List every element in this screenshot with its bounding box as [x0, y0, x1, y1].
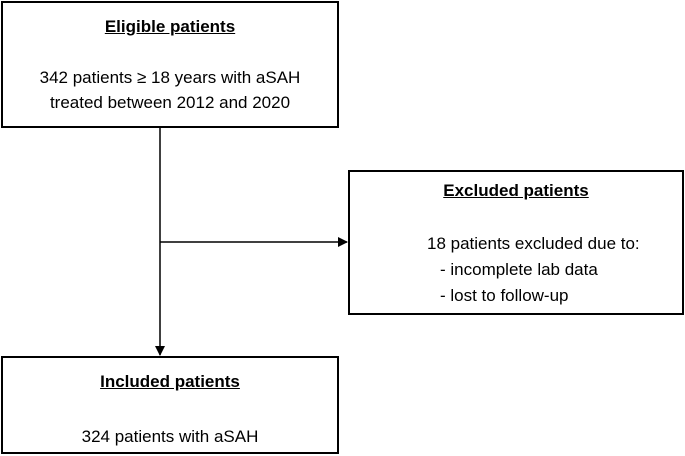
- excluded-patients-box: Excluded patients 18 patients excluded d…: [348, 170, 684, 315]
- eligible-line-1: 342 patients ≥ 18 years with aSAH: [39, 68, 301, 87]
- exclusion-reason: - lost to follow-up: [440, 286, 569, 305]
- excluded-patients-title: Excluded patients: [443, 181, 589, 200]
- included-patients-title: Included patients: [100, 372, 240, 391]
- included-line-1: 324 patients with aSAH: [81, 427, 259, 446]
- eligible-line-2: treated between 2012 and 2020: [49, 93, 291, 112]
- included-patients-description: 324 patients with aSAH: [3, 424, 337, 449]
- exclusion-reason: - incomplete lab data: [440, 260, 598, 279]
- eligible-patients-box: Eligible patients 342 patients ≥ 18 year…: [1, 1, 339, 128]
- included-patients-box: Included patients 324 patients with aSAH: [1, 356, 339, 454]
- eligible-patients-title: Eligible patients: [104, 17, 236, 36]
- excluded-count-text: 18 patients excluded due to:: [427, 234, 640, 253]
- eligible-patients-description: 342 patients ≥ 18 years with aSAH treate…: [3, 65, 337, 115]
